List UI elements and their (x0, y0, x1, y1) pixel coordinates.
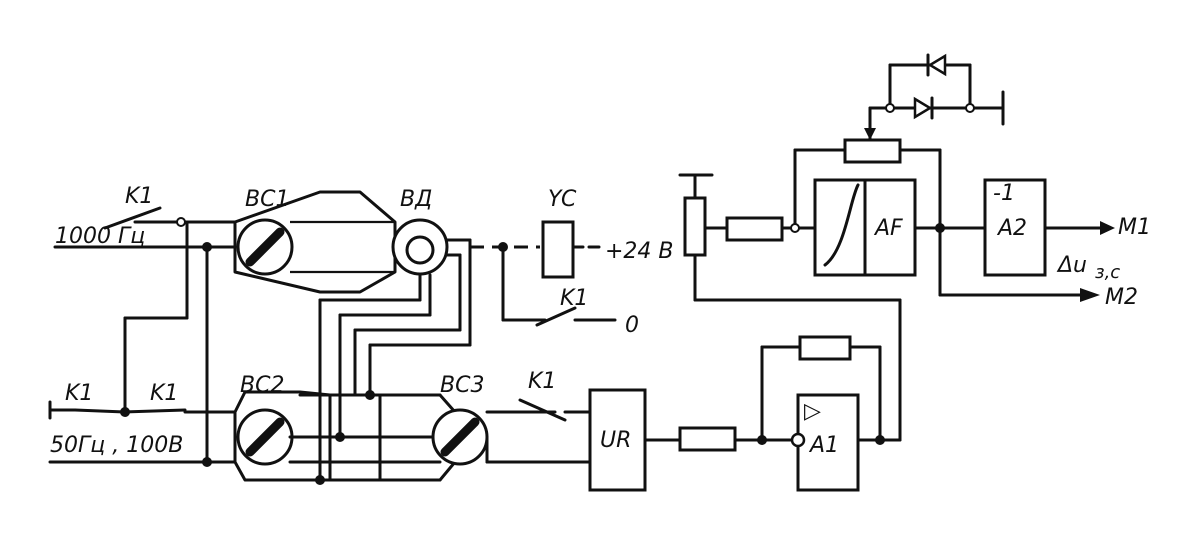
detector-bd (391, 218, 472, 347)
resistor-a1-feedback (798, 335, 852, 361)
coil-yc (541, 220, 602, 279)
label-k1-yc: K1 (560, 286, 588, 311)
k1-switch-yc (535, 306, 577, 327)
label-k1-left: K1 (65, 381, 93, 406)
label-ur: UR (600, 428, 631, 453)
diode-lower-icon (913, 96, 933, 120)
input-50hz (48, 400, 237, 464)
label-amp-symbol: ▷ (804, 399, 821, 424)
block-a2 (938, 178, 1115, 302)
label-bc1: ВС1 (245, 187, 289, 212)
label-50hz: 50Гц , 100В (50, 433, 183, 458)
amplifier-a1 (693, 298, 902, 492)
resistor-ur-out (678, 426, 737, 452)
bd-to-yc-link (470, 242, 617, 327)
label-minus1: -1 (993, 181, 1015, 206)
label-1000hz: 1000 Гц (55, 224, 145, 249)
label-du: Δu (1056, 253, 1087, 278)
k1-switch-left (73, 408, 127, 414)
k1-switch-right (123, 408, 187, 414)
label-bc2: ВС2 (240, 373, 284, 398)
label-af: AF (873, 216, 903, 241)
arrow-m2-icon (1080, 288, 1100, 302)
label-m1: M1 (1118, 215, 1151, 240)
interconnect (315, 298, 472, 485)
label-yc: YC (548, 187, 577, 212)
block-ur (588, 388, 797, 492)
label-du-subscript: з,с (1095, 262, 1120, 283)
resistor-pot-out (725, 216, 784, 242)
label-zero: 0 (625, 313, 639, 338)
selsyn-bc1 (233, 190, 397, 294)
left-rails (120, 220, 212, 467)
potentiometer (678, 173, 817, 302)
label-plus24v: +24 В (605, 239, 674, 264)
diode-limiter (868, 53, 1005, 126)
label-k1-ur: K1 (528, 369, 556, 394)
arrow-m1-icon (1100, 221, 1115, 235)
resistor-af-feedback (843, 138, 902, 164)
label-a1: A1 (808, 433, 839, 458)
label-a2: A2 (996, 216, 1027, 241)
label-bc3: ВС3 (440, 373, 484, 398)
selsyn-bc2 (233, 390, 442, 482)
label-m2: M2 (1105, 285, 1138, 310)
selsyn-bc3 (378, 393, 592, 482)
k1-switch-ur (518, 398, 567, 422)
label-k1-top: K1 (125, 184, 153, 209)
label-bd: ВД (400, 187, 432, 212)
diode-upper-icon (927, 53, 947, 77)
label-k1-mid: K1 (150, 381, 178, 406)
block-af (790, 106, 987, 297)
